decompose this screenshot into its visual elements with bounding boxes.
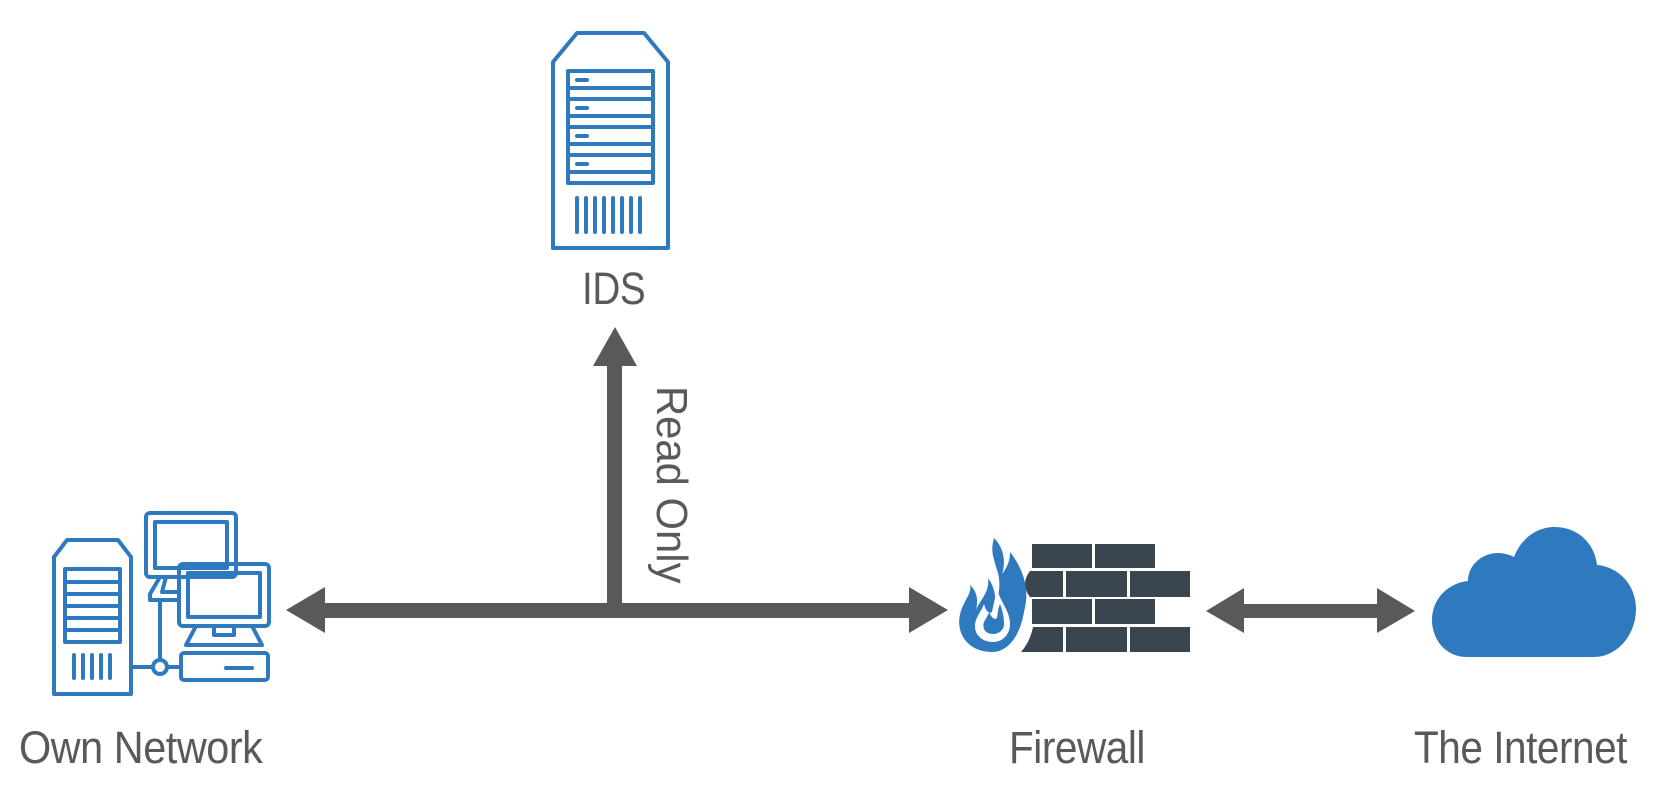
flame-icon bbox=[959, 538, 1027, 652]
firewall-label: Firewall bbox=[1009, 722, 1145, 773]
ids-server-icon bbox=[551, 31, 670, 250]
cloud-icon bbox=[1432, 527, 1636, 657]
firewall-icon bbox=[959, 538, 1190, 652]
own-network-label: Own Network bbox=[19, 722, 263, 773]
read-only-label: Read Only bbox=[647, 386, 696, 584]
network-computers-icon bbox=[52, 511, 271, 696]
internet-label: The Internet bbox=[1414, 722, 1627, 773]
ids-label: IDS bbox=[582, 263, 646, 314]
network-firewall-arrow bbox=[286, 587, 948, 633]
firewall-internet-arrow bbox=[1206, 588, 1415, 633]
read-only-arrow bbox=[593, 327, 637, 605]
